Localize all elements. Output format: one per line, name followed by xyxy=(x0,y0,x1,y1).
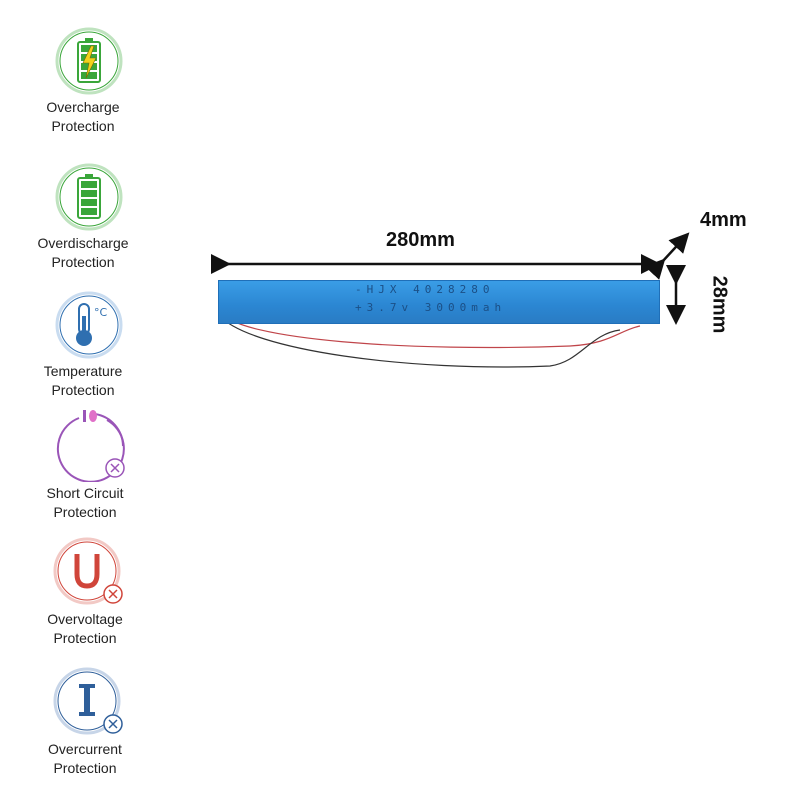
feature-overdischarge: Overdischarge Protection xyxy=(30,162,148,272)
feature-label: Protection xyxy=(53,504,117,520)
feature-temperature: °C Temperature Protection xyxy=(30,290,148,400)
dimension-arrows xyxy=(211,232,690,368)
feature-label: Temperature xyxy=(43,363,123,379)
feature-overcurrent: Overcurrent Protection xyxy=(30,666,148,778)
feature-short-circuit: Short Circuit Protection xyxy=(30,406,148,522)
current-i-icon xyxy=(53,667,123,735)
red-wire xyxy=(219,311,641,349)
battery-print-line1: -HJX 4028280 xyxy=(355,283,495,296)
feature-label: Protection xyxy=(51,254,115,270)
feature-overcharge: Overcharge Protection xyxy=(30,26,148,136)
feature-label: Protection xyxy=(51,118,115,134)
battery-pack: -HJX 4028280 +3.7v 3000mah xyxy=(218,280,660,324)
feature-label: Overcurrent xyxy=(48,741,122,757)
feature-label: Short Circuit xyxy=(46,485,124,501)
black-wire xyxy=(219,315,621,368)
feature-label: Overvoltage xyxy=(47,611,123,627)
feature-label: Protection xyxy=(51,382,115,398)
feature-label: Protection xyxy=(53,760,117,776)
thickness-arrow xyxy=(644,232,690,280)
short-circuit-icon xyxy=(56,410,125,482)
product-area: 280mm 4mm 28mm -HJX 4028280 +3.7v 3000ma… xyxy=(150,0,800,800)
thermometer-icon: °C xyxy=(55,291,123,359)
feature-label: Protection xyxy=(53,630,117,646)
battery-bolt-icon xyxy=(55,27,123,95)
battery-full-icon xyxy=(55,163,123,231)
thickness-label: 4mm xyxy=(700,209,747,231)
feature-label: Overdischarge xyxy=(37,235,129,251)
voltage-u-icon xyxy=(53,537,123,605)
length-label: 280mm xyxy=(386,229,455,251)
feature-sidebar: Overcharge Protection Overdischarge Prot… xyxy=(0,0,140,800)
feature-overvoltage: Overvoltage Protection xyxy=(30,536,148,648)
feature-label: Overcharge xyxy=(46,99,120,115)
battery-print-line2: +3.7v 3000mah xyxy=(355,301,507,314)
temp-unit: °C xyxy=(94,306,108,319)
